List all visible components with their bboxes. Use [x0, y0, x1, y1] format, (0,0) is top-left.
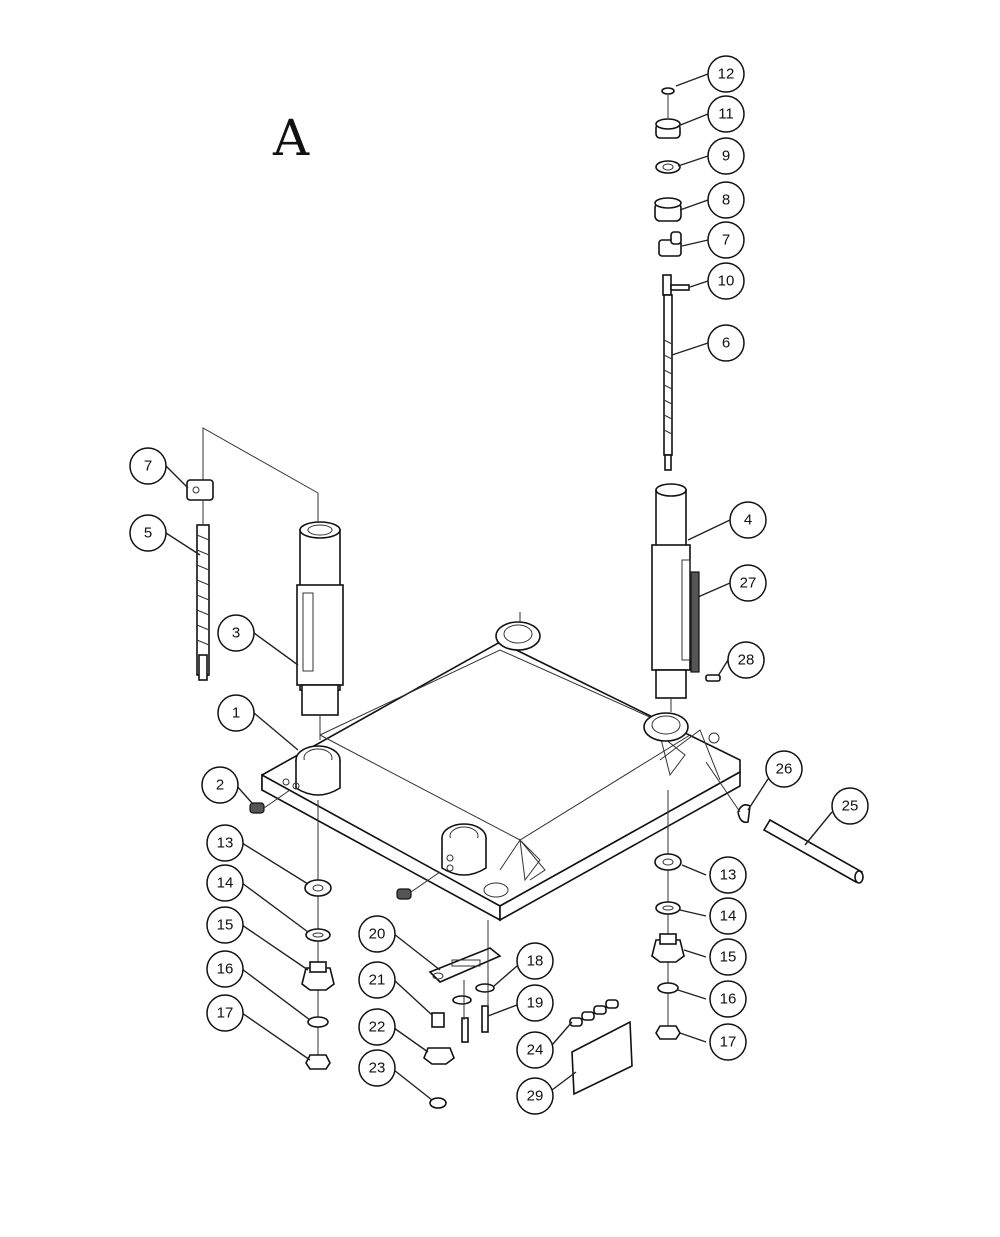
svg-text:15: 15 — [217, 917, 234, 934]
svg-text:16: 16 — [217, 961, 234, 978]
left-screw-assembly — [186, 479, 214, 681]
svg-text:22: 22 — [369, 1019, 386, 1036]
svg-text:29: 29 — [527, 1088, 544, 1105]
callout-4: 4 — [729, 501, 767, 539]
svg-text:23: 23 — [369, 1060, 386, 1077]
svg-text:5: 5 — [144, 525, 152, 542]
callout-11: 11 — [707, 95, 745, 133]
svg-text:2: 2 — [216, 777, 224, 794]
svg-text:9: 9 — [722, 148, 730, 165]
callout-20: 20 — [358, 915, 396, 953]
svg-text:14: 14 — [720, 908, 737, 925]
callout-14-right: 14 — [709, 897, 747, 935]
right-column — [651, 483, 721, 712]
callout-10: 10 — [707, 262, 745, 300]
callout-7: 7 — [707, 221, 745, 259]
base-plate — [261, 612, 741, 922]
callout-1: 1 — [217, 694, 255, 732]
callout-15-left: 15 — [206, 906, 244, 944]
chain-and-label — [569, 999, 633, 1096]
svg-text:14: 14 — [217, 875, 234, 892]
right-screw-stack — [654, 87, 690, 471]
leader-lines — [165, 73, 833, 1101]
callout-18: 18 — [516, 942, 554, 980]
callout-14-left: 14 — [206, 864, 244, 902]
svg-text:12: 12 — [718, 66, 735, 83]
callout-2: 2 — [201, 766, 239, 804]
svg-text:25: 25 — [842, 798, 859, 815]
svg-text:20: 20 — [369, 926, 386, 943]
left-column — [202, 427, 344, 740]
svg-text:17: 17 — [720, 1034, 737, 1051]
callout-13-right: 13 — [709, 856, 747, 894]
left-bottom-stack — [301, 800, 335, 1070]
callout-8: 8 — [707, 181, 745, 219]
callout-29: 29 — [516, 1077, 554, 1115]
svg-text:7: 7 — [722, 232, 730, 249]
callout-17-left: 17 — [206, 994, 244, 1032]
svg-text:21: 21 — [369, 972, 386, 989]
callout-25: 25 — [831, 787, 869, 825]
callout-13-left: 13 — [206, 824, 244, 862]
svg-text:13: 13 — [720, 867, 737, 884]
callout-9: 9 — [707, 137, 745, 175]
svg-text:4: 4 — [744, 512, 752, 529]
callout-12: 12 — [707, 55, 745, 93]
callout-15-right: 15 — [709, 938, 747, 976]
shaft-and-clip — [705, 761, 864, 884]
callout-16-right: 16 — [709, 980, 747, 1018]
callout-3: 3 — [217, 614, 255, 652]
svg-text:18: 18 — [527, 953, 544, 970]
svg-text:24: 24 — [527, 1042, 544, 1059]
callout-22: 22 — [358, 1008, 396, 1046]
svg-text:6: 6 — [722, 335, 730, 352]
callout-7-left: 7 — [129, 447, 167, 485]
callout-16-left: 16 — [206, 950, 244, 988]
svg-text:28: 28 — [738, 652, 755, 669]
svg-text:1: 1 — [232, 705, 240, 722]
callout-6: 6 — [707, 324, 745, 362]
svg-text:27: 27 — [740, 575, 757, 592]
callout-17-right: 17 — [709, 1023, 747, 1061]
callout-26: 26 — [765, 750, 803, 788]
diagram-title: A — [272, 109, 310, 167]
callout-24: 24 — [516, 1031, 554, 1069]
callout-5: 5 — [129, 514, 167, 552]
right-bottom-stack — [651, 790, 685, 1040]
svg-text:7: 7 — [144, 458, 152, 475]
svg-text:26: 26 — [776, 761, 793, 778]
svg-text:11: 11 — [718, 106, 734, 123]
svg-text:10: 10 — [718, 273, 735, 290]
svg-text:3: 3 — [232, 625, 240, 642]
svg-text:13: 13 — [217, 835, 234, 852]
svg-text:19: 19 — [527, 995, 544, 1012]
svg-text:15: 15 — [720, 949, 737, 966]
svg-text:8: 8 — [722, 192, 730, 209]
set-screws — [249, 789, 441, 900]
callout-21: 21 — [358, 961, 396, 999]
svg-text:17: 17 — [217, 1005, 234, 1022]
callout-23: 23 — [358, 1049, 396, 1087]
idler-assembly — [423, 920, 502, 1109]
callout-19: 19 — [516, 984, 554, 1022]
callout-28: 28 — [727, 641, 765, 679]
callout-27: 27 — [729, 564, 767, 602]
svg-text:16: 16 — [720, 991, 737, 1008]
callouts: 12 11 9 8 7 10 6 7 5 4 27 3 28 1 2 26 25… — [129, 55, 869, 1115]
